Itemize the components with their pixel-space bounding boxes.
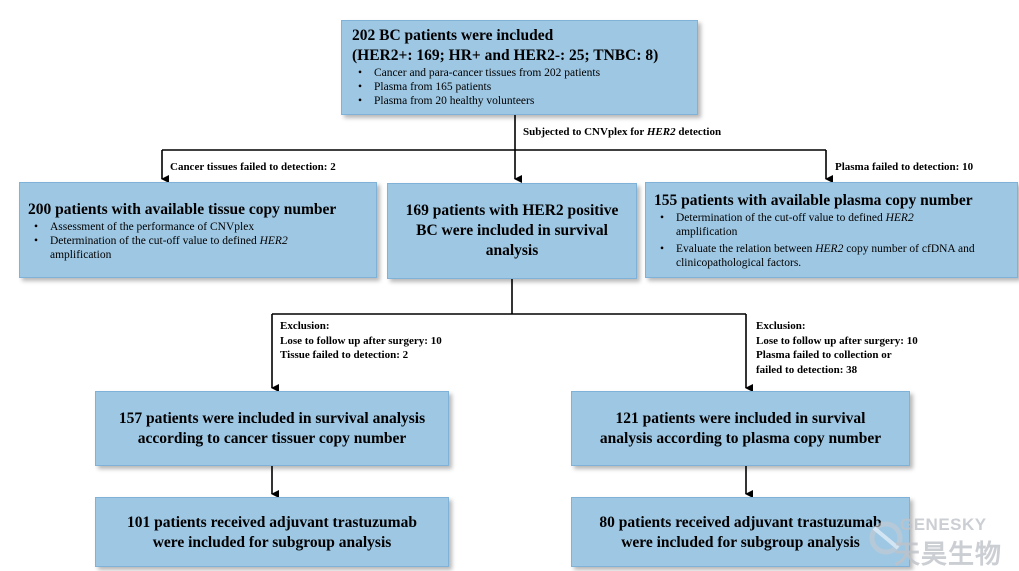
edge-label-plasma-failed: Plasma failed to detection: 10 <box>835 161 974 173</box>
her2-line3: analysis <box>485 242 539 259</box>
subgroup-plasma-line1: 80 patients received adjuvant trastuzuma… <box>599 514 882 531</box>
bullet-item: Plasma from 165 patients <box>352 80 687 94</box>
bullet-item: Determination of the cut-off value to de… <box>28 234 368 262</box>
survival-plasma-box: 121 patients were included in survival a… <box>571 391 910 466</box>
exclusion-left: Exclusion: Lose to follow up after surge… <box>280 320 442 361</box>
survival-plasma-line1: 121 patients were included in survival <box>615 410 866 427</box>
survival-tissue-line1: 157 patients were included in survival a… <box>118 410 426 427</box>
tissue-copy-box: 200 patients with available tissue copy … <box>19 182 377 278</box>
genesky-logo-icon <box>869 521 903 555</box>
survival-tissue-box: 157 patients were included in survival a… <box>95 391 449 466</box>
genesky-watermark: GENESKY 天昊生物 <box>866 512 1016 570</box>
tissue-bullets: Assessment of the performance of CNVplex… <box>28 220 368 262</box>
bullet-item: Plasma from 20 healthy volunteers <box>352 94 687 108</box>
tissue-box-title: 200 patients with available tissue copy … <box>28 201 337 218</box>
watermark-en: GENESKY <box>900 515 987 534</box>
edge-label-tissue-failed: Cancer tissues failed to detection: 2 <box>170 161 336 173</box>
plasma-copy-box: 155 patients with available plasma copy … <box>645 182 1018 278</box>
survival-plasma-line2: analysis according to plasma copy number <box>599 430 882 447</box>
plasma-box-title: 155 patients with available plasma copy … <box>654 192 973 209</box>
top-title: 202 BC patients were included <box>352 27 554 44</box>
her2-line2: BC were included in survival <box>416 222 608 239</box>
bullet-item: Determination of the cut-off value to de… <box>654 211 1009 239</box>
her2-line1: 169 patients with HER2 positive <box>405 202 619 219</box>
exclusion-right: Exclusion: Lose to follow up after surge… <box>756 320 918 376</box>
her2-positive-box: 169 patients with HER2 positive BC were … <box>387 183 637 279</box>
subgroup-tissue-line2: were included for subgroup analysis <box>152 534 392 551</box>
watermark-cn: 天昊生物 <box>894 540 1003 570</box>
edge-label-cnvplex: Subjected to CNVplex for HER2 detection <box>523 126 722 138</box>
top-bullets: Cancer and para-cancer tissues from 202 … <box>352 66 687 108</box>
subgroup-tissue-box: 101 patients received adjuvant trastuzum… <box>95 497 449 567</box>
subgroup-plasma-line2: were included for subgroup analysis <box>621 534 860 551</box>
survival-tissue-line2: according to cancer tissuer copy number <box>137 430 407 447</box>
bullet-item: Assessment of the performance of CNVplex <box>28 220 368 234</box>
subgroup-tissue-line1: 101 patients received adjuvant trastuzum… <box>127 514 417 531</box>
plasma-bullets: Determination of the cut-off value to de… <box>654 211 1009 270</box>
bullet-item: Cancer and para-cancer tissues from 202 … <box>352 66 687 80</box>
top-box: 202 BC patients were included (HER2+: 16… <box>341 20 698 115</box>
subgroup-plasma-box: 80 patients received adjuvant trastuzuma… <box>571 497 910 567</box>
bullet-item: Evaluate the relation between HER2 copy … <box>654 242 1009 270</box>
top-subtitle: (HER2+: 169; HR+ and HER2-: 25; TNBC: 8) <box>352 47 659 64</box>
